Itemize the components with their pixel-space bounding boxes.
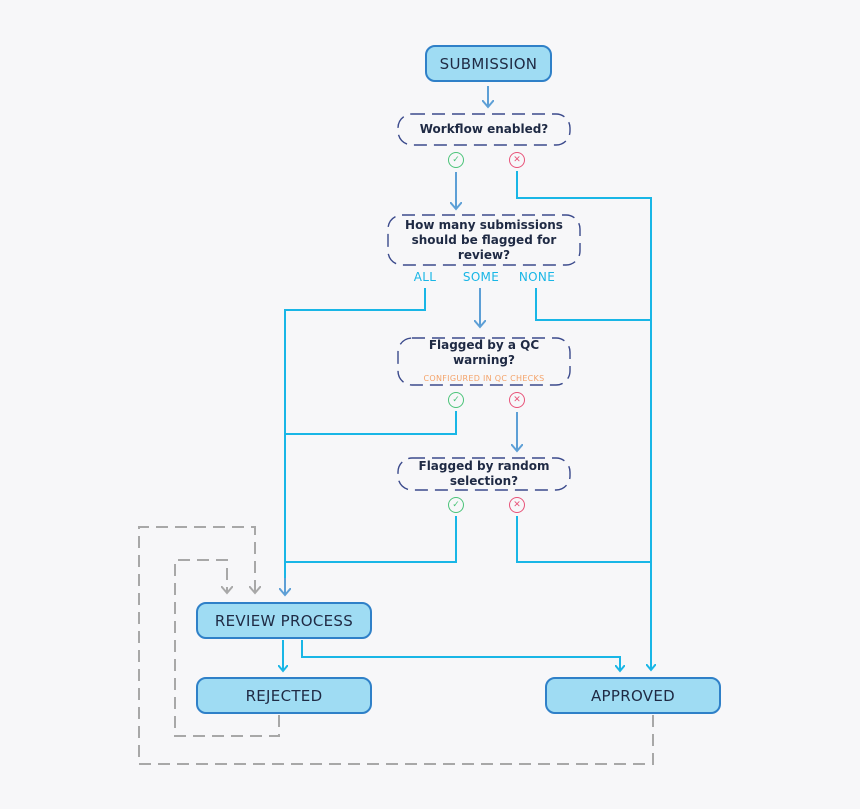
check-glyph: ✓ — [452, 394, 460, 405]
cross-circle-icon: ✕ — [509, 497, 525, 513]
submission-node: SUBMISSION — [425, 45, 552, 82]
line-review-to-approved — [301, 640, 620, 671]
line-none-to-approved — [535, 288, 651, 321]
approved-node: APPROVED — [545, 677, 721, 714]
line-random-no-to-approved — [516, 516, 651, 563]
cross-glyph: ✕ — [513, 394, 521, 405]
rejected-node: REJECTED — [196, 677, 372, 714]
branch-label-all: ALL — [413, 270, 437, 284]
loop-rejected-to-review — [174, 559, 280, 737]
review-process-node: REVIEW PROCESS — [196, 602, 372, 639]
cross-glyph: ✕ — [513, 499, 521, 510]
decision-qc-label: Flagged by a QC warning? — [428, 337, 540, 367]
check-circle-icon: ✓ — [448, 392, 464, 408]
line-workflow-no-to-approved — [516, 171, 651, 670]
decision-qc-warning: Flagged by a QC warning? CONFIGURED IN Q… — [398, 338, 570, 385]
branch-label-none: NONE — [518, 270, 556, 284]
decision-random-label: Flagged by random selection? — [418, 459, 550, 488]
decision-how-many-line1: How many submissions — [405, 217, 563, 232]
cross-circle-icon: ✕ — [509, 392, 525, 408]
check-circle-icon: ✓ — [448, 152, 464, 168]
decision-random-selection: Flagged by random selection? — [398, 458, 570, 490]
decision-outline-qc — [397, 337, 571, 386]
decision-outline-random — [397, 457, 571, 491]
line-random-yes-to-review — [285, 516, 457, 563]
line-qc-yes-to-review — [285, 411, 457, 435]
decision-how-many: How many submissions should be flagged f… — [388, 215, 580, 265]
line-all-to-review — [284, 288, 426, 578]
decision-workflow-enabled: Workflow enabled? — [398, 114, 570, 145]
decision-outline-workflow — [397, 113, 571, 146]
branch-label-some: SOME — [462, 270, 500, 284]
decision-outline-how-many — [387, 214, 581, 266]
check-glyph: ✓ — [452, 499, 460, 510]
loop-approved-to-review — [138, 526, 654, 765]
decision-how-many-line2: should be flagged for review? — [411, 232, 557, 262]
cross-circle-icon: ✕ — [509, 152, 525, 168]
check-glyph: ✓ — [452, 154, 460, 165]
check-circle-icon: ✓ — [448, 497, 464, 513]
cross-glyph: ✕ — [513, 154, 521, 165]
decision-workflow-label: Workflow enabled? — [419, 122, 549, 136]
decision-qc-note: CONFIGURED IN QC CHECKS — [423, 373, 545, 383]
